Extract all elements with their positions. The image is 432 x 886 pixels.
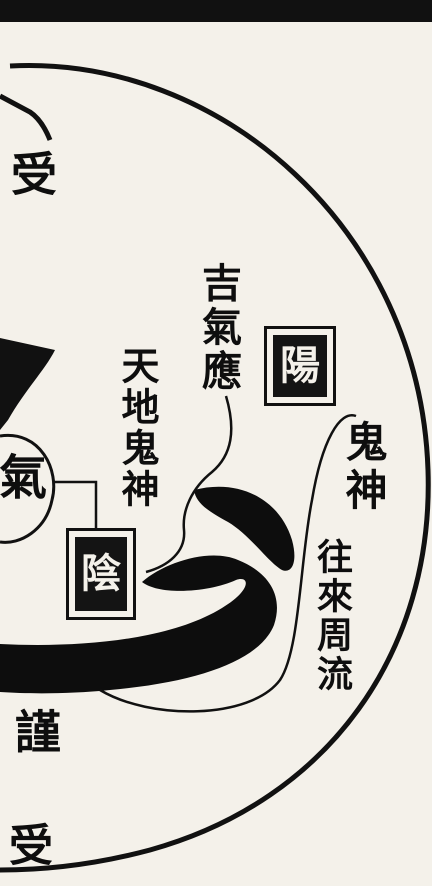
outer-circle-arc	[0, 63, 431, 873]
circulation-loop-line	[99, 414, 357, 713]
label-circulation: 往來周流	[311, 538, 353, 694]
auspicious-lead-line	[145, 395, 233, 574]
label-left-top: 受	[4, 150, 58, 198]
seal-yang-text: 陽	[273, 335, 327, 397]
seal-yin-text: 陰	[75, 537, 127, 611]
black-comma	[194, 486, 295, 571]
black-swoosh	[0, 555, 277, 694]
qi-circle	[0, 433, 56, 544]
label-left-bottom-1: 謹	[8, 708, 62, 756]
top-band	[0, 0, 432, 22]
left-black-wedge	[0, 338, 55, 430]
label-ghosts-spirits: 鬼神	[339, 420, 388, 516]
seal-yang: 陽	[264, 326, 336, 406]
connector-line	[54, 480, 98, 528]
label-heaven-earth-spirits: 天地鬼神	[115, 346, 160, 510]
label-auspicious-qi: 吉氣應	[195, 262, 242, 394]
label-left-bottom-2: 受	[1, 822, 52, 868]
seal-yin: 陰	[66, 528, 136, 620]
label-qi: 氣	[0, 452, 46, 502]
top-left-stroke	[0, 93, 53, 141]
